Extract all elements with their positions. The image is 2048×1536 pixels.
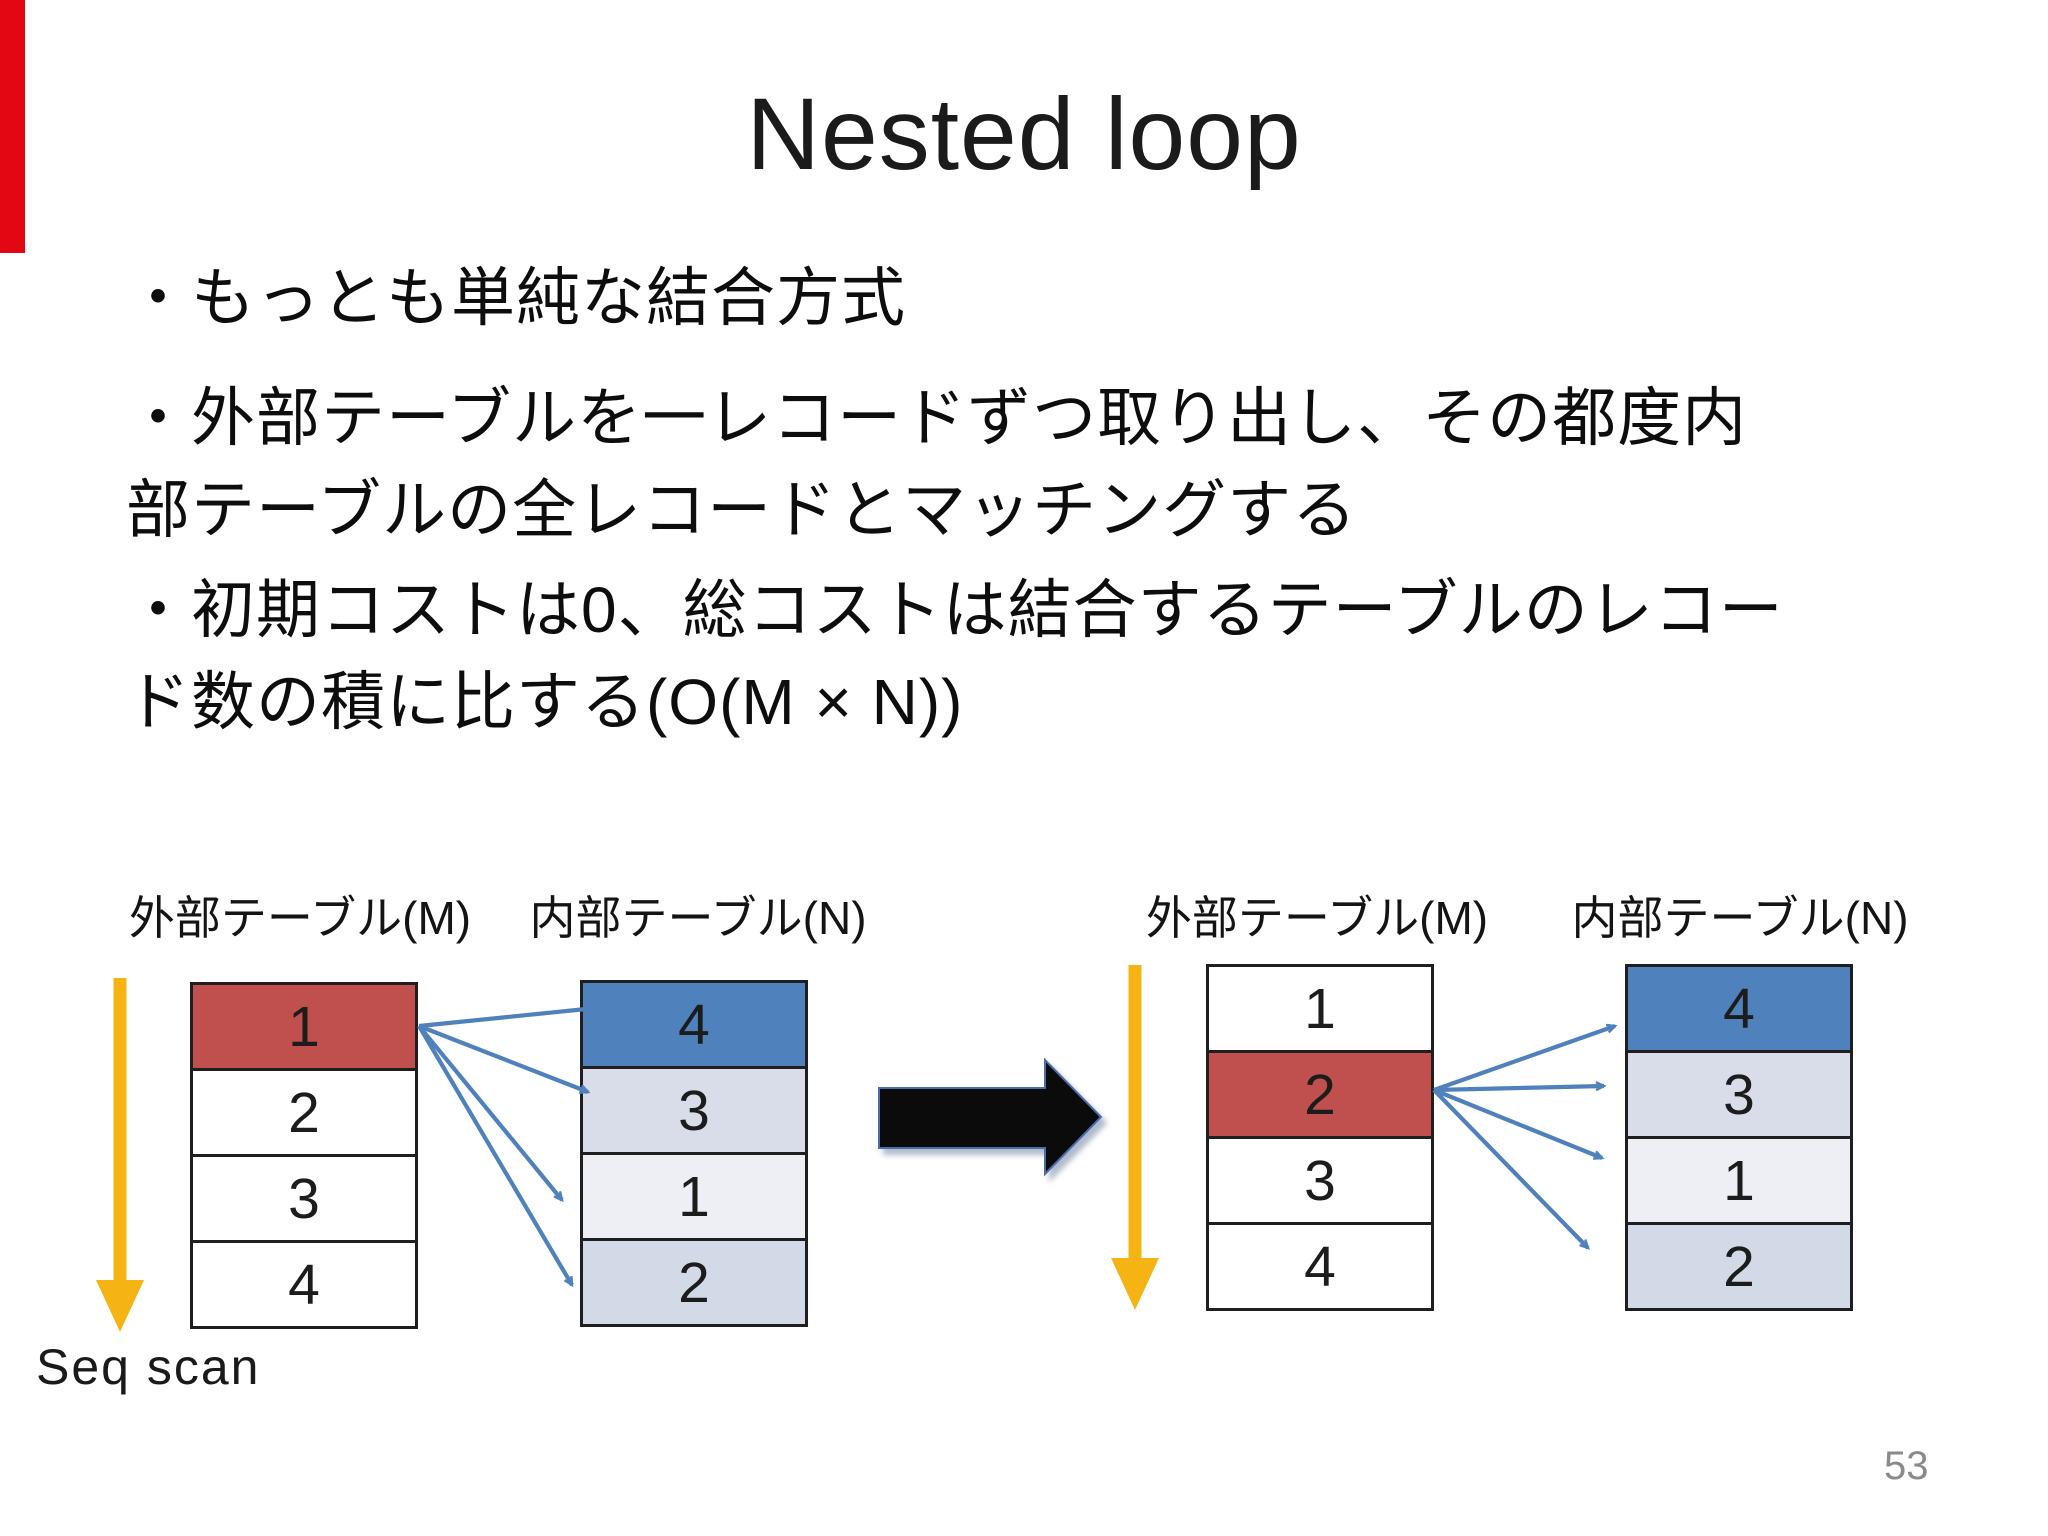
bullet-item: ・もっとも単純な結合方式 xyxy=(126,252,906,344)
table-cell: 4 xyxy=(1723,976,1755,1041)
table-cell: 2 xyxy=(1304,1062,1336,1127)
join-arrow-icon xyxy=(1433,1088,1602,1160)
seq-scan-arrow-icon-right xyxy=(1111,965,1159,1310)
inner-table-label-left: 内部テーブル(N) xyxy=(529,892,867,944)
table-row: 3 xyxy=(1209,1139,1431,1225)
seq-scan-arrow-icon-left xyxy=(96,978,144,1332)
table-row: 2 xyxy=(1628,1225,1850,1308)
outer-table-left: 1 2 3 4 xyxy=(190,982,418,1329)
page-number: 53 xyxy=(1884,1444,1929,1488)
accent-bar xyxy=(0,0,25,253)
inner-table-left: 4 3 1 2 xyxy=(580,980,808,1327)
table-cell: 2 xyxy=(288,1080,320,1145)
table-row: 1 xyxy=(583,1155,805,1241)
table-row: 4 xyxy=(1628,967,1850,1053)
table-row: 4 xyxy=(193,1243,415,1326)
join-arrow-icon xyxy=(1433,1086,1604,1093)
table-cell: 2 xyxy=(678,1250,710,1315)
seq-scan-label: Seq scan xyxy=(36,1339,261,1395)
outer-table-label-right: 外部テーブル(M) xyxy=(1145,892,1489,944)
table-cell: 2 xyxy=(1723,1234,1755,1299)
table-row: 1 xyxy=(1209,967,1431,1053)
bullet-line: 部テーブルの全レコードとマッチングする xyxy=(126,474,1358,546)
table-row: 4 xyxy=(1209,1225,1431,1308)
table-cell: 1 xyxy=(1723,1148,1755,1213)
join-arrow-icon xyxy=(417,1024,562,1200)
bullet-line: ド数の積に比する(O(M × N)) xyxy=(126,666,964,738)
join-arrow-icon xyxy=(1433,1026,1615,1092)
bullet-item: ・外部テーブルを一レコードずつ取り出し、その都度内部テーブルの全レコードとマッチ… xyxy=(126,372,1747,556)
inner-table-right: 4 3 1 2 xyxy=(1625,964,1853,1311)
bullet-line: ・外部テーブルを一レコードずつ取り出し、その都度内 xyxy=(126,382,1748,454)
table-cell: 4 xyxy=(678,992,710,1057)
bullet-line: ・初期コストは0、総コストは結合するテーブルのレコー xyxy=(126,574,1784,646)
outer-table-right: 1 2 3 4 xyxy=(1206,964,1434,1311)
table-row: 1 xyxy=(1628,1139,1850,1225)
table-row: 4 xyxy=(583,983,805,1069)
join-arrow-icon xyxy=(418,1008,596,1029)
table-cell: 4 xyxy=(1304,1234,1336,1299)
table-cell: 3 xyxy=(288,1166,320,1231)
table-cell: 1 xyxy=(288,994,320,1059)
join-arrow-icon xyxy=(417,1024,574,1285)
table-cell: 4 xyxy=(288,1252,320,1317)
page-title: Nested loop xyxy=(746,77,1302,191)
table-row: 3 xyxy=(583,1069,805,1155)
table-row: 2 xyxy=(1209,1053,1431,1139)
table-cell: 1 xyxy=(1304,976,1336,1041)
table-row: 2 xyxy=(193,1071,415,1157)
table-cell: 1 xyxy=(678,1164,710,1229)
outer-table-label-left: 外部テーブル(M) xyxy=(128,892,472,944)
inner-table-label-right: 内部テーブル(N) xyxy=(1571,892,1909,944)
table-cell: 3 xyxy=(678,1078,710,1143)
table-cell: 3 xyxy=(1304,1148,1336,1213)
table-row: 2 xyxy=(583,1241,805,1324)
bullet-item: ・初期コストは0、総コストは結合するテーブルのレコード数の積に比する(O(M ×… xyxy=(126,564,1784,748)
table-cell: 3 xyxy=(1723,1062,1755,1127)
join-arrows-right xyxy=(1432,1026,1615,1248)
table-row: 3 xyxy=(1628,1053,1850,1139)
join-arrows-left xyxy=(417,1008,596,1285)
join-arrow-icon xyxy=(1432,1088,1588,1248)
table-row: 3 xyxy=(193,1157,415,1243)
bullet-line: ・もっとも単純な結合方式 xyxy=(126,262,906,334)
transform-arrow-icon xyxy=(878,1057,1103,1177)
join-arrow-icon xyxy=(418,1024,588,1092)
table-row: 1 xyxy=(193,985,415,1071)
